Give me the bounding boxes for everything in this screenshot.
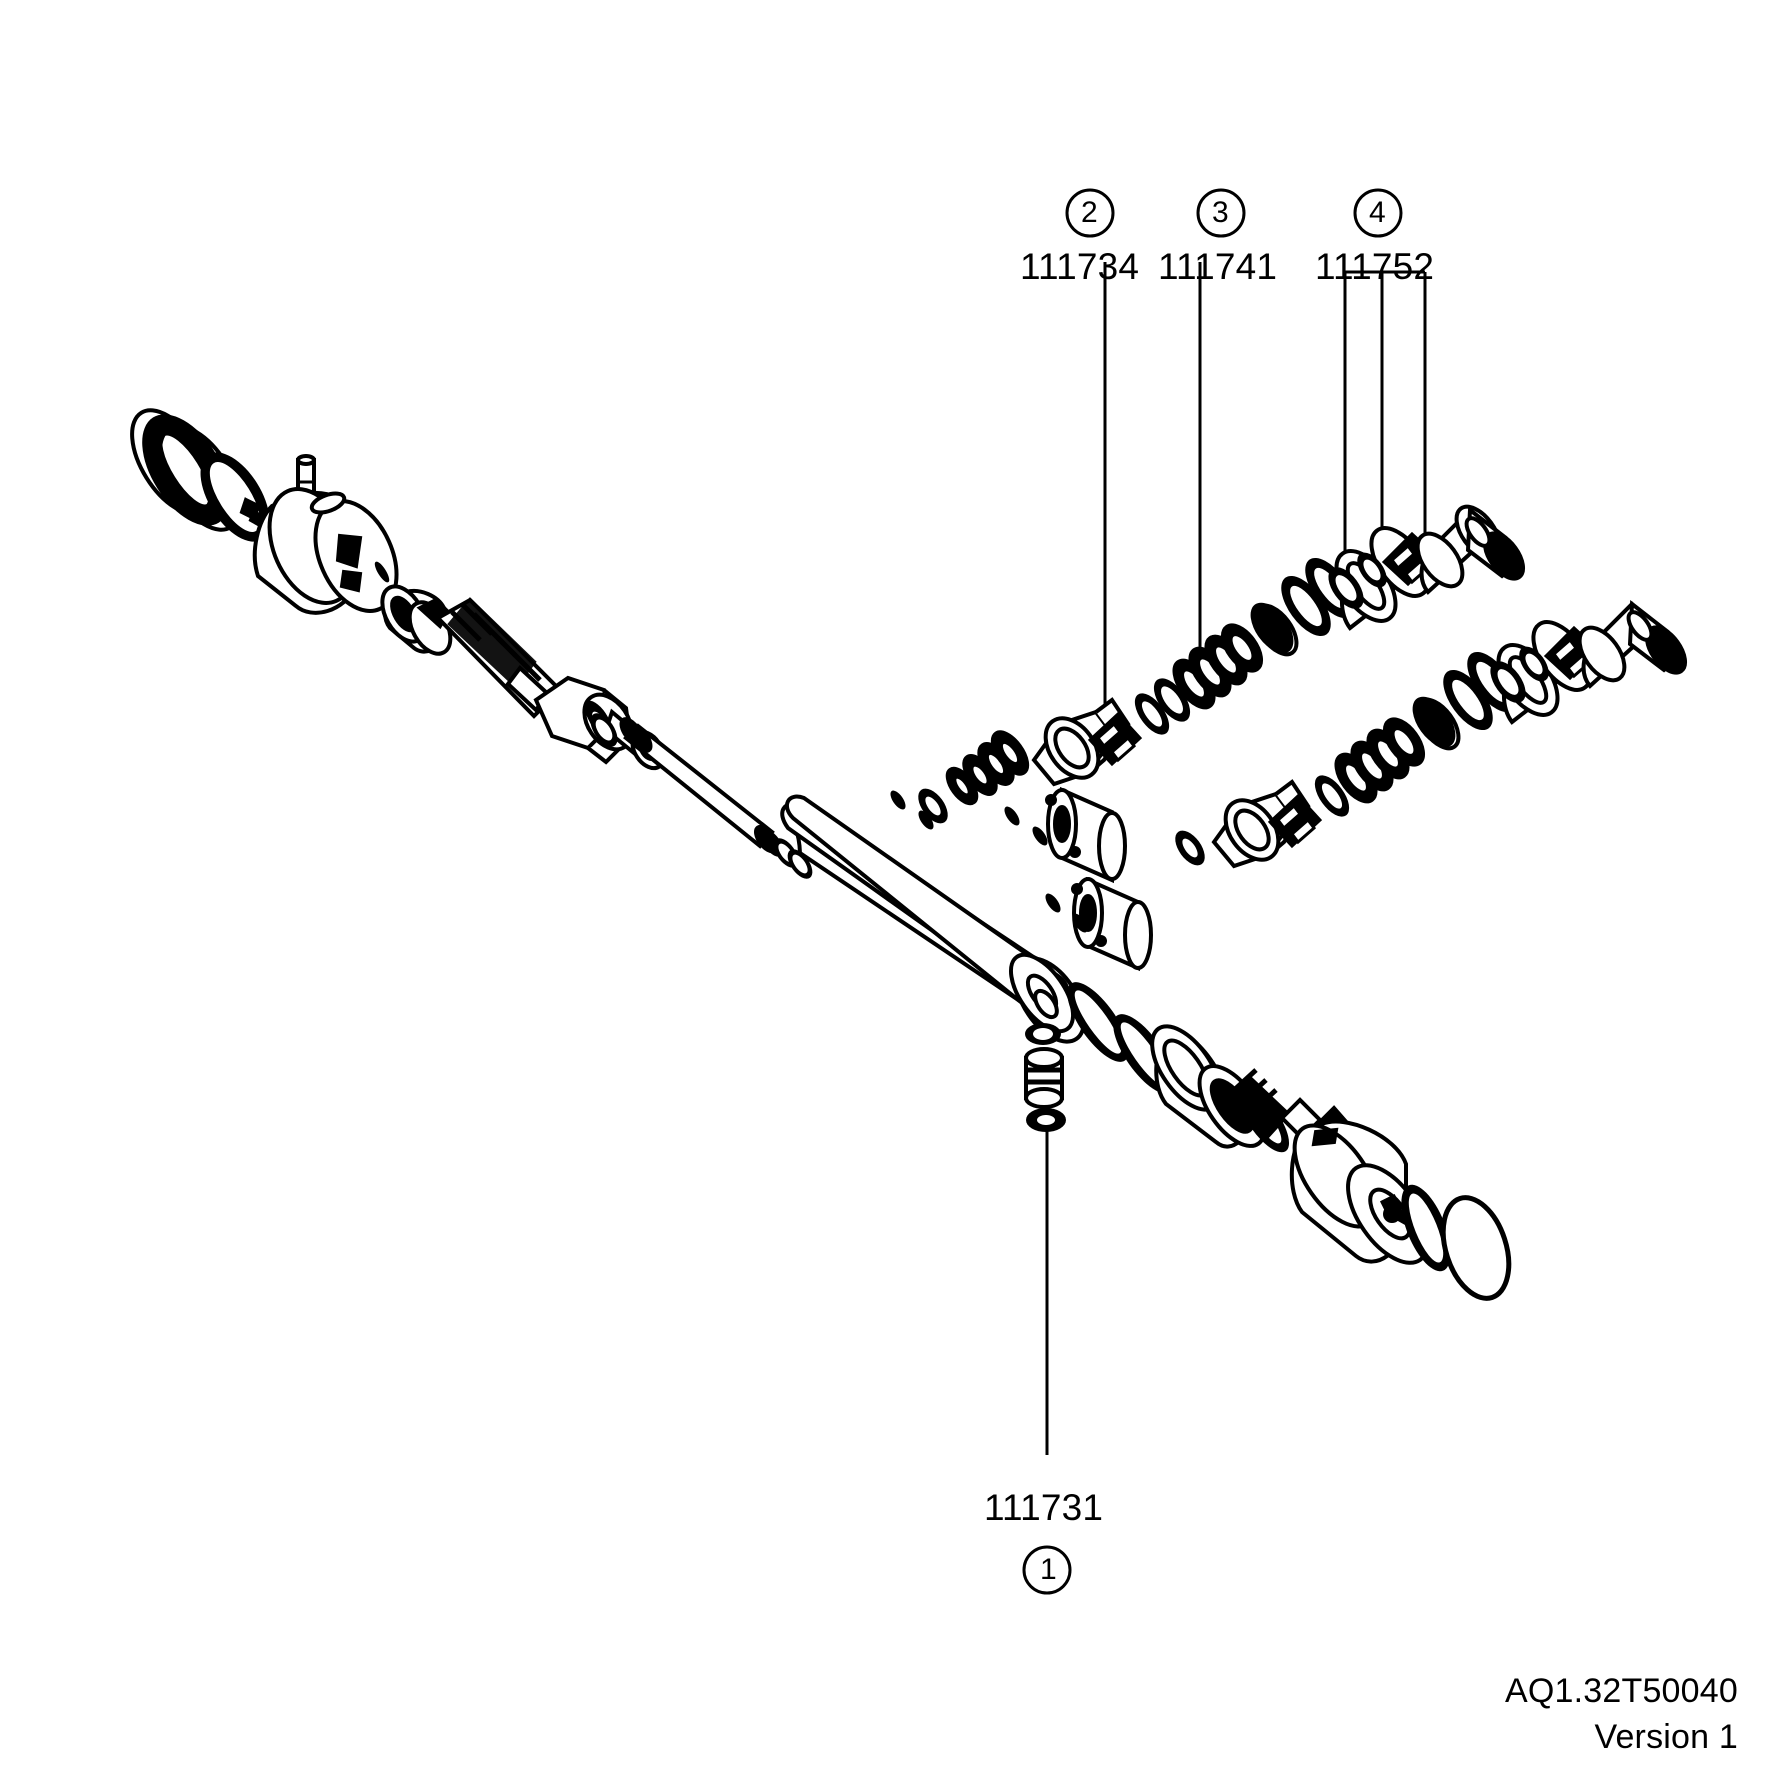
outlet-bushing <box>1150 1024 1267 1149</box>
callout-part-number-4: 111752 <box>1315 246 1435 287</box>
tube-end-rings <box>1033 988 1059 1020</box>
callout-circle-2 <box>1065 188 1115 238</box>
callout-number-2: 2 <box>1081 196 1098 229</box>
end-cap-disc <box>1440 1195 1512 1301</box>
inlet-sleeve-l <box>1577 600 1688 689</box>
handle-housing <box>1289 1119 1430 1265</box>
o-ring-u2 <box>1153 678 1191 722</box>
rod-end-rings <box>760 829 813 879</box>
outlet-group <box>1024 982 1512 1301</box>
ribbed-bushing-l <box>1334 717 1426 804</box>
drawing-version: Version 1 <box>1594 1718 1738 1756</box>
spool-l <box>1267 793 1323 849</box>
cap-housing <box>252 487 399 615</box>
callout-circle-4 <box>1353 188 1403 238</box>
callout-number-1: 1 <box>1040 1553 1057 1586</box>
inlet-branch-lower <box>1175 600 1688 869</box>
o-ring-u1 <box>1134 693 1170 735</box>
end-cap-ring <box>1401 1184 1451 1272</box>
port-boss-upper <box>1045 786 1127 884</box>
callout-circles <box>1022 188 1403 1595</box>
control-rod <box>619 717 778 854</box>
callout-leader-lines <box>1045 262 1427 1455</box>
plug-o-ring <box>1025 1023 1061 1045</box>
callout-part-number-2: 111734 <box>1020 246 1140 287</box>
seal-disc-u <box>1250 602 1299 657</box>
plug-washer <box>1026 1108 1066 1132</box>
spool-u <box>1087 711 1143 767</box>
callout-circle-1 <box>1022 1545 1072 1595</box>
callout-part-number-1: 111731 <box>984 1487 1104 1528</box>
small-ring-l <box>1519 646 1549 682</box>
washer-l1 <box>1175 830 1205 866</box>
union-nut-l <box>1211 779 1311 869</box>
wide-o-ring-l1 <box>1443 669 1493 731</box>
callout-number-4: 4 <box>1369 196 1386 229</box>
inlet-branch-upper <box>918 504 1526 824</box>
callout-part-number-3: 111741 <box>1158 246 1278 287</box>
rod-seal-ring <box>590 713 618 747</box>
outlet-o-ring-1 <box>1067 982 1129 1062</box>
o-ring-l1 <box>1314 775 1350 817</box>
check-valve-ring-u <box>1328 567 1364 609</box>
drawing-code: AQ1.32T50040 <box>1504 1672 1738 1710</box>
callout-number-3: 3 <box>1212 196 1229 229</box>
seal-disc-l <box>1412 696 1461 751</box>
callout-circle-3 <box>1196 188 1246 238</box>
retaining-pin <box>374 561 390 583</box>
spring-washer-stack-u <box>945 730 1030 806</box>
wide-o-ring-u1 <box>1281 575 1331 637</box>
check-valve-ring-l <box>1490 661 1526 703</box>
small-ring-u <box>1357 552 1387 588</box>
threaded-plug <box>1024 1047 1064 1109</box>
inlet-sleeve-u <box>1415 504 1526 595</box>
explosion-dashes <box>890 790 1088 933</box>
ribbed-bushing-u <box>1172 623 1264 710</box>
washer-u1 <box>918 788 948 824</box>
